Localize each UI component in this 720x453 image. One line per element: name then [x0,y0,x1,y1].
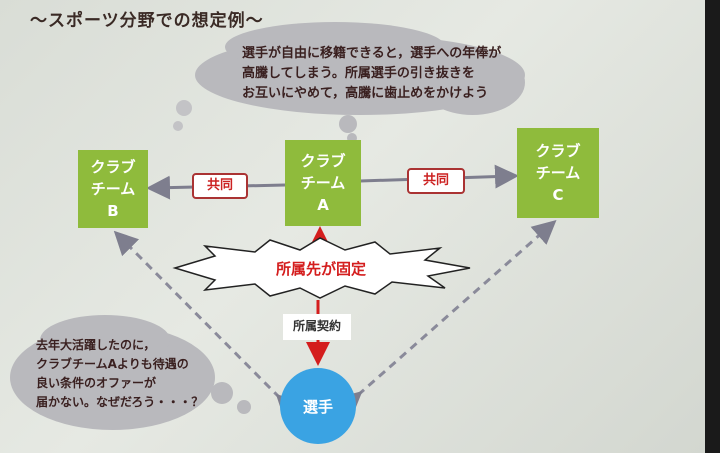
connectors [113,100,557,420]
player-label: 選手 [302,397,333,416]
team-a-box: クラブ チーム A [285,140,361,226]
slide: ～スポーツ分野での想定例～ 選手が自由に移籍できると，選手への年俸が 高騰してし… [0,0,705,453]
burst-shape [172,237,471,299]
team-c-line: クラブ [535,142,581,160]
top-cloud-line: 選手が自由に移籍できると，選手への年俸が [242,46,502,61]
player-circle: 選手 [280,368,356,444]
team-c-box: クラブ チーム C [517,128,599,218]
joint-label-right: 共同 [407,168,465,194]
team-a-line: クラブ [300,152,346,170]
team-b-box: クラブ チーム B [78,150,148,228]
contract-label: 所属契約 [283,314,351,340]
fixed-affiliation-label: 所属先が固定 [275,260,366,278]
slide-title: ～スポーツ分野での想定例～ [30,11,264,31]
joint-label-left: 共同 [192,173,248,199]
team-b-line: B [107,202,119,220]
bottom-cloud-line: 届かない。なぜだろう・・・？ [36,395,204,409]
team-c-line: C [552,186,564,204]
dashed-arrow-b [113,230,302,420]
top-cloud-line: 高騰してしまう。所属選手の引き抜きを [242,66,475,81]
team-b-line: クラブ [90,158,136,176]
bottom-cloud-line: 去年大活躍したのに， [36,338,156,352]
bottom-cloud-line: 良い条件のオファーが [36,376,157,390]
bottom-cloud-line: クラブチームAよりも待遇の [36,357,189,371]
team-a-line: チーム [300,174,346,192]
team-b-line: チーム [90,180,136,198]
dashed-arrow-c [336,220,557,416]
team-c-line: チーム [535,164,581,182]
team-a-line: A [317,196,329,214]
top-cloud-line: お互いにやめて，高騰に歯止めをかけよう [242,86,489,101]
